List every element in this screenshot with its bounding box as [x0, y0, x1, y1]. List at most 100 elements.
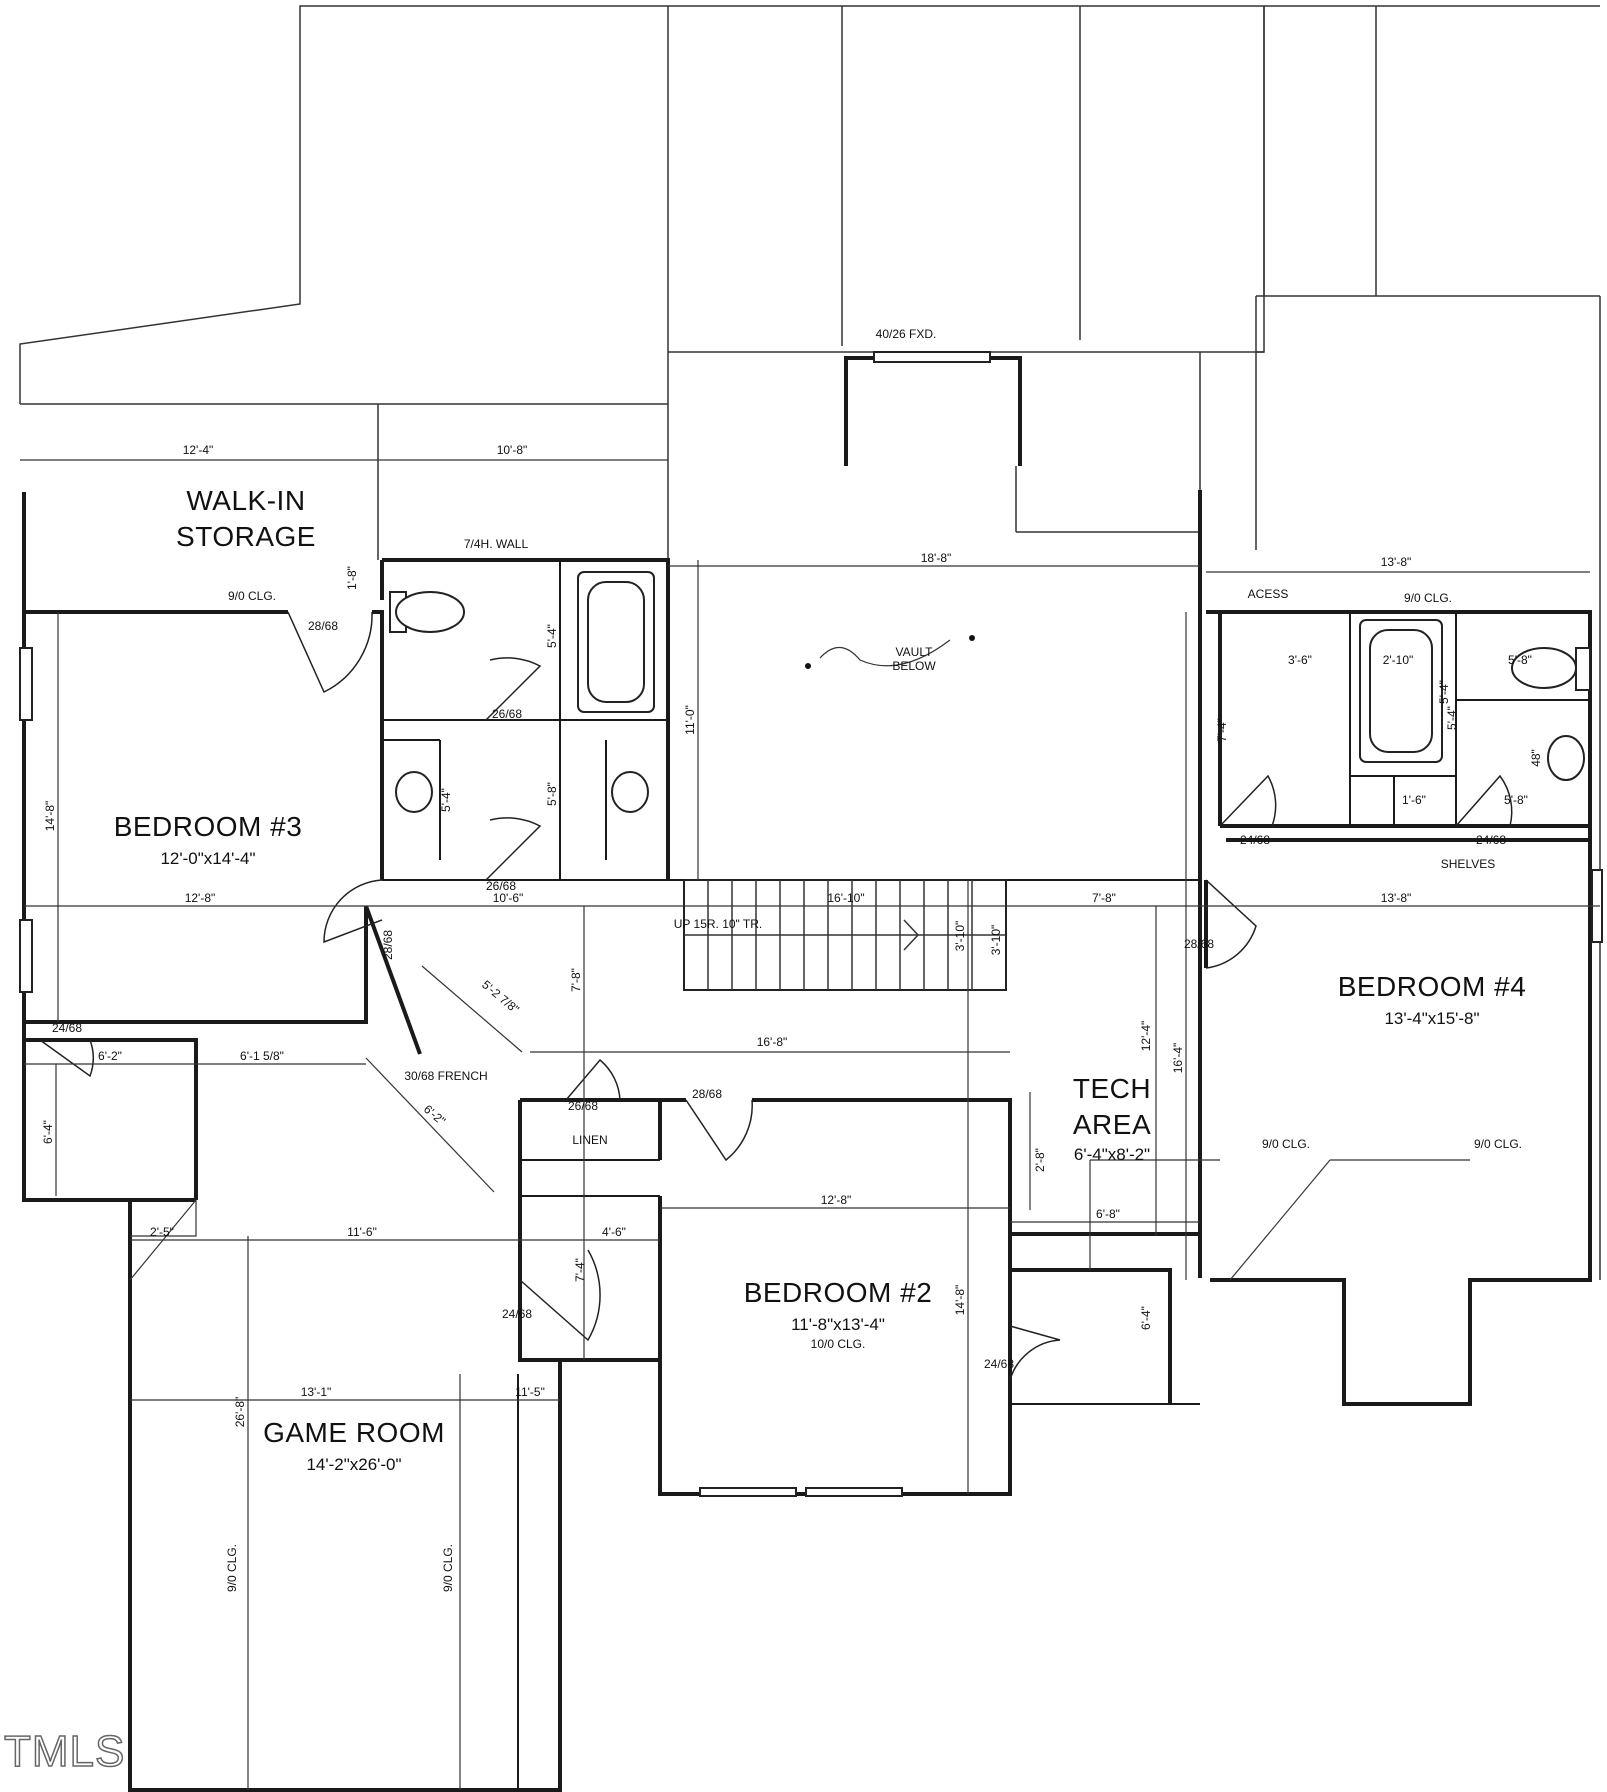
dimension: 5'-8" — [1504, 793, 1528, 807]
dimension: 3'-10" — [953, 921, 967, 952]
dimension: 10'-8" — [497, 443, 528, 457]
dimension: 5'-4" — [439, 788, 453, 812]
ceiling-note: 9/0 CLG. — [225, 1544, 239, 1592]
dimension-lines — [20, 459, 1600, 1790]
dimension: 3'-6" — [1288, 653, 1312, 667]
walk-in-storage-label: WALK-IN — [186, 485, 305, 516]
dimension: 16'-8" — [757, 1035, 788, 1049]
ceiling-note: 9/0 CLG. — [1474, 1137, 1522, 1151]
tech-area-label: AREA — [1073, 1109, 1151, 1140]
dimension: 10'-6" — [493, 891, 524, 905]
half-wall-note: 7/4H. WALL — [464, 537, 529, 551]
bedroom2-size: 11'-8"x13'-4" — [791, 1315, 885, 1334]
dimension: 4'-6" — [602, 1225, 626, 1239]
dimension: 5'-2 7/8" — [479, 977, 522, 1016]
ceiling-note: 9/0 CLG. — [441, 1544, 455, 1592]
dimension: 14'-8" — [953, 1285, 967, 1316]
sink — [611, 771, 649, 813]
watermark: TMLS — [4, 1727, 125, 1776]
dimension: 1'-6" — [1402, 793, 1426, 807]
door-size: 24/68 — [984, 1357, 1014, 1371]
access-note: ACESS — [1248, 587, 1289, 601]
dimension: 11'-6" — [347, 1225, 377, 1239]
dimension: 12'-4" — [1139, 1021, 1153, 1052]
dimension: 1'-8" — [345, 566, 359, 590]
fixtures — [19, 571, 1603, 993]
dimension: 7'-4" — [1215, 718, 1229, 742]
dimension: 6'-4" — [1139, 1306, 1153, 1330]
walk-in-storage-label: STORAGE — [176, 521, 316, 552]
door-size: 26/68 — [492, 707, 522, 721]
bedroom4-label: BEDROOM #4 — [1338, 971, 1527, 1002]
dimension: 6'-2" — [421, 1102, 448, 1128]
dimension: 12'-4" — [183, 443, 214, 457]
dimension: 2'-10" — [1383, 653, 1414, 667]
door-size: 26/68 — [568, 1099, 598, 1113]
dimension: 26'-8" — [233, 1397, 247, 1428]
tech-area-size: 6'-4"x8'-2" — [1074, 1145, 1150, 1164]
dimension: 13'-1" — [301, 1385, 332, 1399]
walls — [22, 490, 1592, 1792]
dimension: 7'-4" — [573, 1258, 587, 1282]
dimension: 12'-8" — [821, 1193, 852, 1207]
stair-treads — [684, 880, 1006, 990]
dimension: 5'-8" — [545, 782, 559, 806]
sink — [1547, 735, 1585, 781]
dimension: 2'-8" — [1033, 1148, 1047, 1172]
tech-area-label: TECH — [1073, 1073, 1151, 1104]
dimension: 7'-8" — [569, 968, 583, 992]
dimension: 5'-4" — [545, 624, 559, 648]
ceiling-note: 9/0 CLG. — [1262, 1137, 1310, 1151]
toilet-tank — [1575, 647, 1591, 691]
dimension: 13'-8" — [1381, 891, 1412, 905]
french-door-note: 30/68 FRENCH — [404, 1069, 487, 1083]
bedroom3-label: BEDROOM #3 — [114, 811, 303, 842]
bedroom2-ceiling: 10/0 CLG. — [811, 1337, 866, 1351]
dimension: 7'-8" — [1092, 891, 1116, 905]
dimension: 2'-5" — [150, 1225, 174, 1239]
sink — [395, 771, 433, 813]
door-size: 24/68 — [52, 1021, 82, 1035]
dimension: 11'-0" — [683, 705, 697, 735]
door-size: 26/68 — [486, 879, 516, 893]
dimension: 5'-8" — [1508, 653, 1532, 667]
door-size: 28/68 — [381, 930, 395, 960]
ceiling-note: 9/0 CLG. — [228, 589, 276, 603]
ceiling-note: 9/0 CLG. — [1404, 591, 1452, 605]
vault-label: VAULT — [896, 645, 934, 659]
linen-label: LINEN — [572, 1133, 607, 1147]
dimension: 5'-4" — [1437, 680, 1451, 704]
window-note: 40/26 FXD. — [876, 327, 937, 341]
door-size: 24/68 — [1476, 833, 1506, 847]
dimension: 6'-8" — [1096, 1207, 1120, 1221]
dimension: 14'-8" — [43, 801, 57, 832]
game-room-size: 14'-2"x26'-0" — [306, 1455, 401, 1474]
dimension: 16'-4" — [1171, 1043, 1185, 1074]
door-swings — [39, 611, 1513, 1381]
dimension: 3'-10" — [989, 925, 1003, 956]
dimension: 6'-1 5/8" — [240, 1049, 284, 1063]
bedroom3-size: 12'-0"x14'-4" — [160, 849, 255, 868]
door-size: 28/68 — [308, 619, 338, 633]
door-size: 24/68 — [1240, 833, 1270, 847]
dimension: 16'-10" — [827, 891, 864, 905]
bedroom2-label: BEDROOM #2 — [744, 1277, 933, 1308]
dimension: 5'-4" — [1445, 706, 1459, 730]
stair-note: UP 15R. 10" TR. — [674, 917, 763, 931]
dimension: 18'-8" — [921, 551, 952, 565]
dimension: 48" — [1529, 749, 1543, 767]
door-size: 28/68 — [692, 1087, 722, 1101]
toilet-bowl — [1511, 647, 1577, 689]
toilet-bowl — [395, 591, 465, 633]
dimension: 13'-8" — [1381, 555, 1412, 569]
bedroom4-size: 13'-4"x15'-8" — [1384, 1009, 1479, 1028]
dimension: 6'-4" — [41, 1120, 55, 1144]
window-bay — [844, 351, 1200, 533]
door-size: 28/68 — [1184, 937, 1214, 951]
dimension: 12'-8" — [185, 891, 216, 905]
game-room-label: GAME ROOM — [263, 1417, 445, 1448]
shelves-label: SHELVES — [1441, 857, 1495, 871]
dimension: 11'-5" — [515, 1385, 545, 1399]
dimension: 6'-2" — [98, 1049, 122, 1063]
